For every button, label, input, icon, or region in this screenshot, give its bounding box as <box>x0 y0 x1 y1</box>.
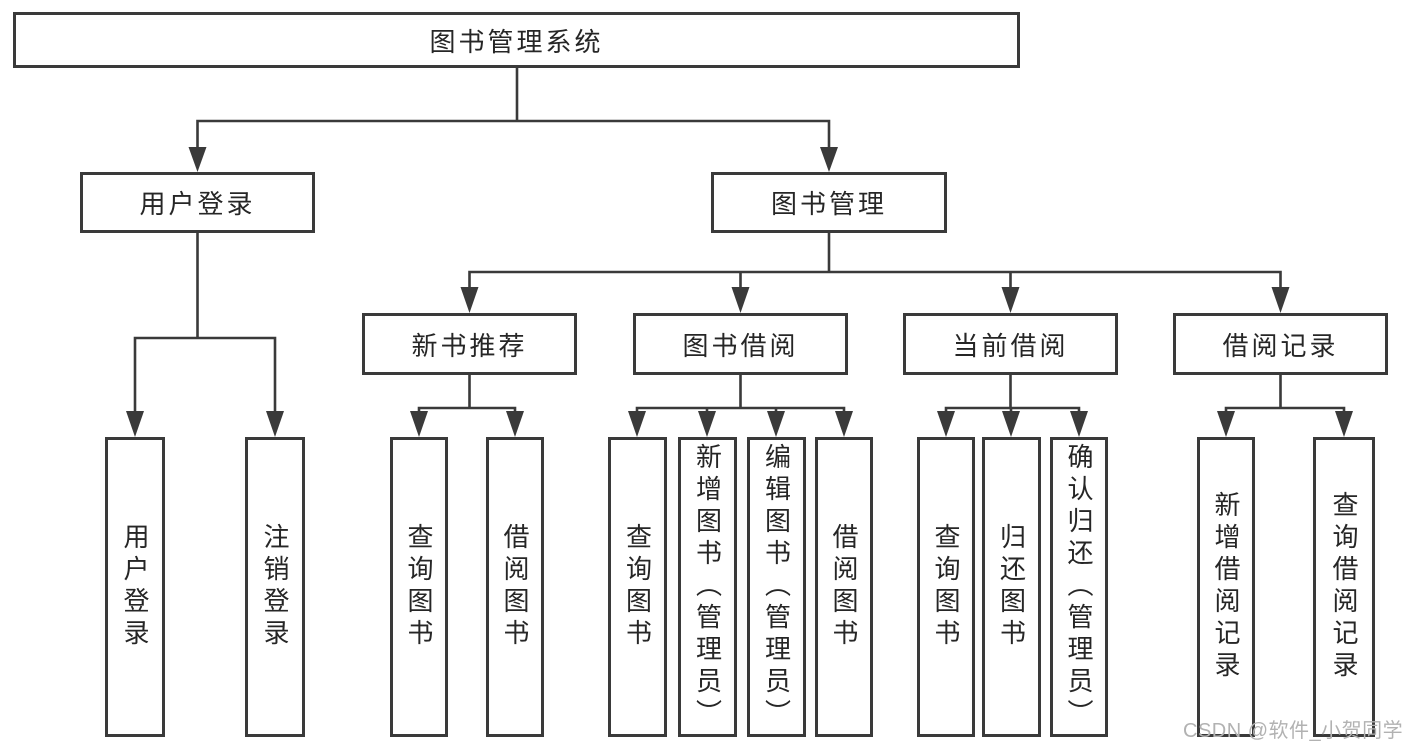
node-label: 图书管理 <box>770 189 887 219</box>
connector-root-to-level2 <box>188 66 838 172</box>
node-label: 图书管理系统 <box>429 26 604 57</box>
leaf-logout: 注销登录 <box>245 437 305 737</box>
node-label: 借阅记录 <box>1222 330 1339 361</box>
node-current-borrow: 当前借阅 <box>903 313 1118 375</box>
leaf-edit-books-admin: 编辑图书（管理员） <box>747 437 806 737</box>
node-label: 用户登录 <box>120 523 150 651</box>
leaf-recommend-query-books: 查询图书 <box>390 437 448 737</box>
connector-current-borrow-to-leaves <box>937 373 1088 437</box>
node-label: 查询图书 <box>931 523 961 651</box>
node-label: 新书推荐 <box>411 330 528 361</box>
node-book-borrow: 图书借阅 <box>633 313 848 375</box>
node-label: 注销登录 <box>260 523 290 651</box>
leaf-query-borrow-record: 查询借阅记录 <box>1313 437 1375 737</box>
leaf-return-books: 归还图书 <box>982 437 1041 737</box>
node-borrow-records: 借阅记录 <box>1173 313 1388 375</box>
leaf-user-login: 用户登录 <box>105 437 165 737</box>
leaf-recommend-borrow-books: 借阅图书 <box>486 437 544 737</box>
node-label: 借阅图书 <box>500 523 530 651</box>
node-book-management: 图书管理 <box>711 172 947 233</box>
node-label: 查询借阅记录 <box>1329 491 1359 683</box>
connector-user-login-to-leaves <box>126 231 284 437</box>
node-label: 编辑图书（管理员） <box>761 443 792 731</box>
node-label: 新增借阅记录 <box>1211 491 1241 683</box>
leaf-current-query-books: 查询图书 <box>917 437 975 737</box>
node-label: 图书借阅 <box>682 330 799 361</box>
node-root-system: 图书管理系统 <box>13 12 1020 68</box>
node-user-login: 用户登录 <box>80 172 315 233</box>
node-label: 查询图书 <box>404 523 434 651</box>
connector-new-book-recommend-to-leaves <box>410 373 524 437</box>
csdn-watermark: CSDN @软件_小贺同学 <box>1183 720 1404 742</box>
connector-book-borrow-to-leaves <box>628 373 853 437</box>
node-new-book-recommend: 新书推荐 <box>362 313 577 375</box>
leaf-confirm-return-admin: 确认归还（管理员） <box>1050 437 1108 737</box>
node-label: 查询图书 <box>622 523 653 651</box>
leaf-add-books-admin: 新增图书（管理员） <box>678 437 737 737</box>
connector-borrow-records-to-leaves <box>1217 373 1353 437</box>
node-label: 当前借阅 <box>952 330 1069 361</box>
node-label: 借阅图书 <box>829 523 859 651</box>
node-label: 新增图书（管理员） <box>692 443 723 731</box>
node-label: 用户登录 <box>139 189 256 219</box>
node-label: 确认归还（管理员） <box>1064 443 1094 731</box>
node-label: 归还图书 <box>996 523 1027 651</box>
leaf-add-borrow-record: 新增借阅记录 <box>1197 437 1255 737</box>
leaf-borrow-query-books: 查询图书 <box>608 437 667 737</box>
connector-book-management-to-level3 <box>460 231 1290 313</box>
leaf-borrow-books: 借阅图书 <box>815 437 873 737</box>
